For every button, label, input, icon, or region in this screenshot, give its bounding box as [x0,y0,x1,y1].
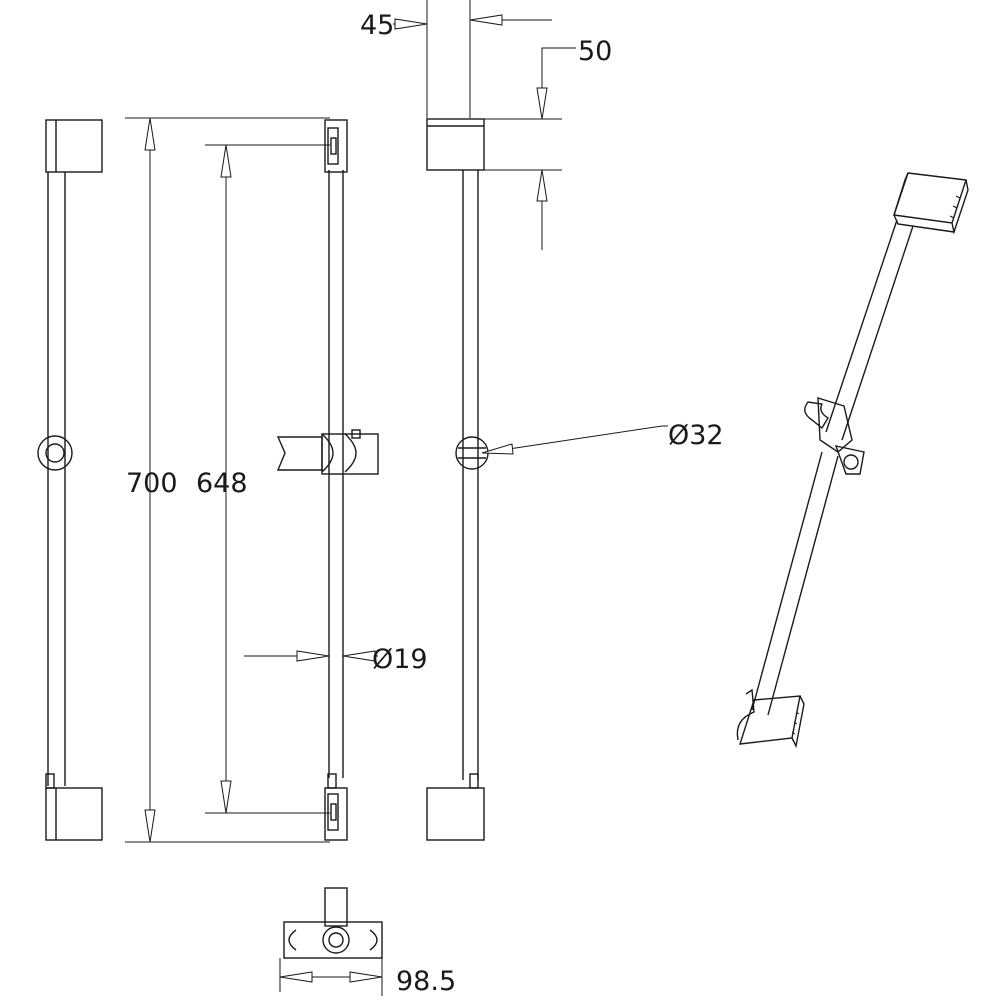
dim-label-648: 648 [196,468,248,499]
dim-label-rail-diameter: Ø19 [372,644,428,675]
front-bottom-cap [45,773,55,789]
dim-label-50: 50 [578,36,612,67]
side-view: 700 648 Ø19 [125,117,428,843]
plan-rail [324,887,348,927]
dim-label-knob-diameter: Ø32 [668,420,724,451]
front-knob [37,435,73,471]
front-view [37,119,103,841]
front-bottom-bracket [45,787,103,841]
profile-top-bracket [426,118,485,171]
isometric-view [736,172,969,749]
profile-view: 45 50 Ø32 [360,0,724,841]
slider-holder [276,429,379,475]
iso-top-bracket [893,172,969,235]
dim-label-45: 45 [360,10,394,41]
profile-bottom-bracket [426,787,485,841]
plan-bracket [283,921,383,959]
dim-label-98-5: 98.5 [396,966,456,997]
plan-view: 98.5 [279,887,456,997]
dim-label-700: 700 [126,468,178,499]
front-top-bracket [45,119,103,173]
plan-rail-section [322,926,350,954]
iso-slider [804,397,865,475]
iso-bottom-bracket [736,688,805,749]
side-top-bracket [324,119,348,173]
